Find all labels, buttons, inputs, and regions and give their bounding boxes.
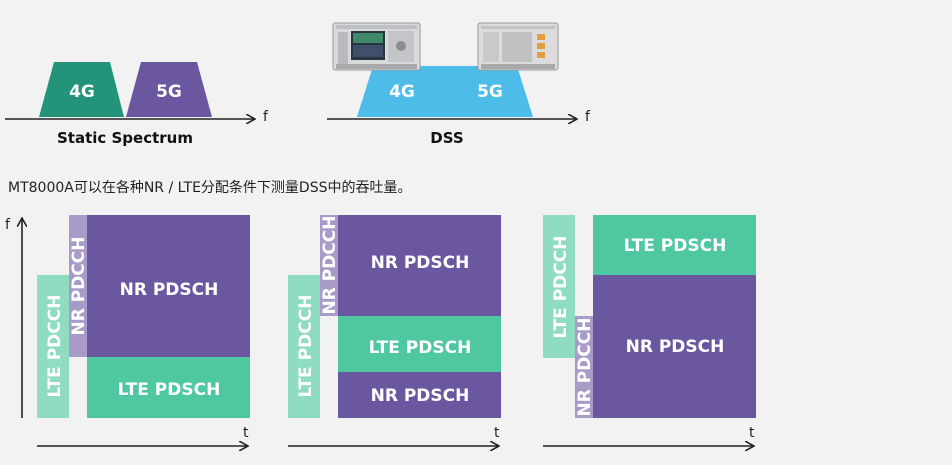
lte-pdcch-label: LTE PDCCH	[551, 236, 571, 339]
dss-band	[357, 66, 533, 117]
allocation-diagram-3: LTE PDCCH NR PDCCH LTE PDSCH NR PDSCH t	[543, 215, 756, 446]
static-spectrum-caption: Static Spectrum	[57, 129, 193, 147]
static-spectrum: 4G 5G f Static Spectrum	[5, 62, 269, 147]
lte-pdcch-block	[37, 275, 69, 418]
lte-pdsch-block	[87, 357, 250, 418]
lte-pdcch-label: LTE PDCCH	[296, 295, 316, 398]
lte-pdsch-label: LTE PDSCH	[624, 236, 727, 256]
nr-pdsch-bottom-label: NR PDSCH	[371, 386, 470, 406]
nr-pdcch-label: NR PDCCH	[320, 216, 340, 315]
nr-pdsch-label: NR PDSCH	[120, 280, 219, 300]
nr-pdcch-block	[320, 215, 338, 316]
band-5g	[126, 62, 212, 117]
instrument-image	[332, 22, 421, 71]
lte-pdsch-block	[338, 316, 501, 372]
nr-pdsch-label: NR PDSCH	[626, 337, 725, 357]
nr-pdcch-label: NR PDCCH	[575, 318, 595, 417]
y-axis-label: f	[5, 217, 11, 233]
instrument-image	[477, 22, 559, 71]
nr-pdsch-block-top	[338, 215, 501, 316]
nr-pdcch-label: NR PDCCH	[69, 237, 89, 336]
nr-pdsch-block	[593, 275, 756, 418]
lte-pdsch-label: LTE PDSCH	[369, 338, 472, 358]
dss-4g-label: 4G	[389, 82, 415, 102]
nr-pdcch-block	[575, 316, 593, 418]
lte-pdcch-block	[288, 275, 320, 418]
dss-5g-label: 5G	[477, 82, 503, 102]
nr-pdsch-block	[87, 215, 250, 357]
nr-pdcch-block	[69, 215, 87, 357]
nr-pdsch-block-bottom	[338, 372, 501, 418]
dss-spectrum: 4G 5G f DSS	[327, 22, 591, 147]
band-4g-label: 4G	[69, 82, 95, 102]
time-axis-label: t	[243, 425, 249, 441]
description-text: MT8000A可以在各种NR / LTE分配条件下测量DSS中的吞吐量。	[8, 180, 412, 196]
band-4g	[39, 62, 124, 117]
time-axis-label: t	[749, 425, 755, 441]
allocation-diagram-1: f LTE PDCCH NR PDCCH NR PDSCH LTE PDSCH …	[5, 215, 250, 446]
lte-pdsch-block	[593, 215, 756, 275]
lte-pdcch-block	[543, 215, 575, 358]
time-axis-label: t	[494, 425, 500, 441]
nr-pdsch-top-label: NR PDSCH	[371, 253, 470, 273]
frequency-axis-label: f	[263, 109, 269, 125]
lte-pdsch-label: LTE PDSCH	[118, 380, 221, 400]
dss-caption: DSS	[430, 129, 463, 147]
allocation-diagram-2: LTE PDCCH NR PDCCH NR PDSCH LTE PDSCH NR…	[288, 215, 501, 446]
band-5g-label: 5G	[156, 82, 182, 102]
frequency-axis-label: f	[585, 109, 591, 125]
lte-pdcch-label: LTE PDCCH	[45, 295, 65, 398]
